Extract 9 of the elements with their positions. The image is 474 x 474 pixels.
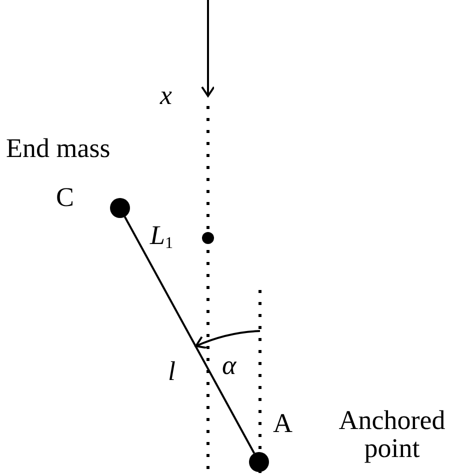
point-caption: End mass [6,135,110,162]
symbol-label: x [160,82,172,109]
rod-line [124,216,256,454]
symbol-label: α [222,352,236,379]
point-label: C [56,184,74,211]
point-caption: Anchored point [338,406,446,463]
symbol-label: l [168,358,176,385]
point-label: A [273,410,292,437]
symbol-label: L$_{1}$ [150,222,174,249]
